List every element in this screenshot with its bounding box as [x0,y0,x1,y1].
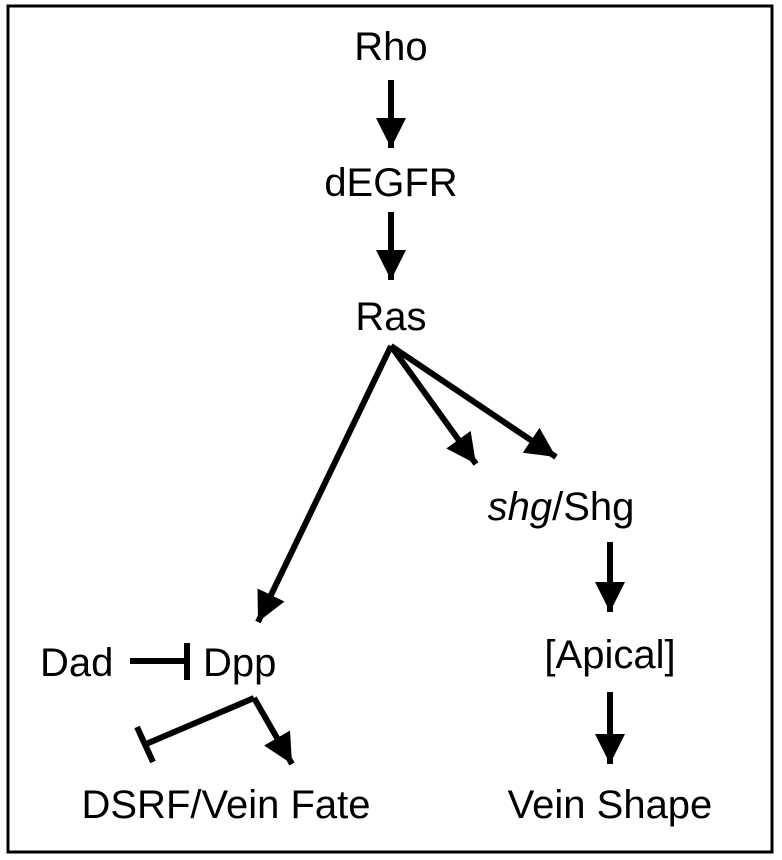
shg-gene-label: shg [488,485,553,529]
shg-protein-label: Shg [563,485,634,529]
edge-ras-shg-b [389,343,558,460]
node-degfr: dEGFR [324,161,457,205]
edge-dpp-dsrf-inhibit-bar [134,725,156,764]
node-apical: [Apical] [544,633,675,677]
edge-ras-shg-a [388,344,479,466]
edge-ras-dpp [255,344,394,624]
edge-dpp-dsrf-activate [251,696,295,766]
shg-separator: / [552,485,564,529]
node-shg: shg/Shg [488,485,635,529]
node-dpp: Dpp [203,641,276,685]
node-dsrf-vein-fate: DSRF/Vein Fate [81,783,370,827]
node-dad: Dad [40,641,113,685]
node-rho: Rho [354,25,427,69]
node-ras: Ras [355,295,426,339]
edge-dpp-dsrf-inhibit [144,695,256,747]
node-vein-shape: Vein Shape [508,783,713,827]
